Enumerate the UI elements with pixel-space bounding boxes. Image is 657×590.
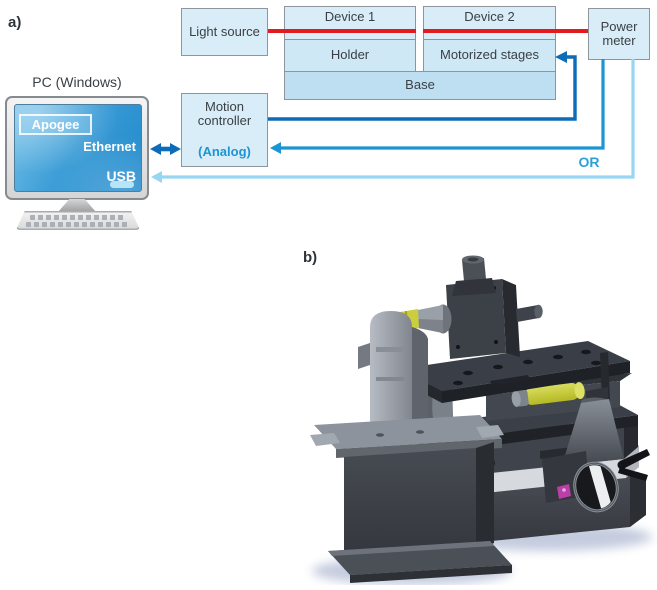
objective-and-mirror xyxy=(542,387,650,513)
motorized-stages-box: Motorized stages xyxy=(423,39,556,72)
power-meter-box: Power meter xyxy=(588,8,650,60)
monitor-stand xyxy=(58,199,96,212)
screen-taskbar-pill xyxy=(110,181,134,188)
platform-holes xyxy=(453,349,601,386)
motion-controller-box: Motion controller (Analog) xyxy=(181,93,268,167)
ethernet-right-arrowhead-icon xyxy=(170,143,181,155)
monitor: Apogee Ethernet USB xyxy=(5,96,149,200)
stage-control-arrowhead-icon xyxy=(555,51,567,63)
stage-assembly-illustration xyxy=(310,255,652,585)
yellow-actuator xyxy=(511,382,585,407)
device1-box: Device 1 xyxy=(284,6,416,40)
usb-arrowhead-icon xyxy=(151,171,162,183)
motion-controller-label: Motion controller xyxy=(197,99,252,129)
analog-mode-label: (Analog) xyxy=(198,143,251,159)
keyboard-keys-row xyxy=(26,222,130,227)
or-label: OR xyxy=(578,154,600,170)
keyboard xyxy=(16,211,140,230)
fiber-holder-plate xyxy=(393,255,543,359)
monitor-screen: Apogee Ethernet USB xyxy=(14,104,142,192)
stage-photo-panel: b) xyxy=(290,235,657,585)
panel-a-label: a) xyxy=(8,14,22,31)
ethernet-left-arrowhead-icon xyxy=(150,143,161,155)
usb-port-label: USB xyxy=(106,168,136,184)
keyboard-keys-row xyxy=(30,215,126,220)
ethernet-port-label: Ethernet xyxy=(83,139,136,154)
device2-box: Device 2 xyxy=(423,6,556,40)
support-pedestal xyxy=(310,311,512,583)
base-box: Base xyxy=(284,71,556,100)
analog-arrowhead-icon xyxy=(270,142,281,154)
apogee-app-window: Apogee xyxy=(19,114,92,135)
holder-box: Holder xyxy=(284,39,416,72)
light-source-box: Light source xyxy=(181,8,268,56)
pc-title: PC (Windows) xyxy=(32,74,122,90)
panel-b-label: b) xyxy=(303,249,318,266)
